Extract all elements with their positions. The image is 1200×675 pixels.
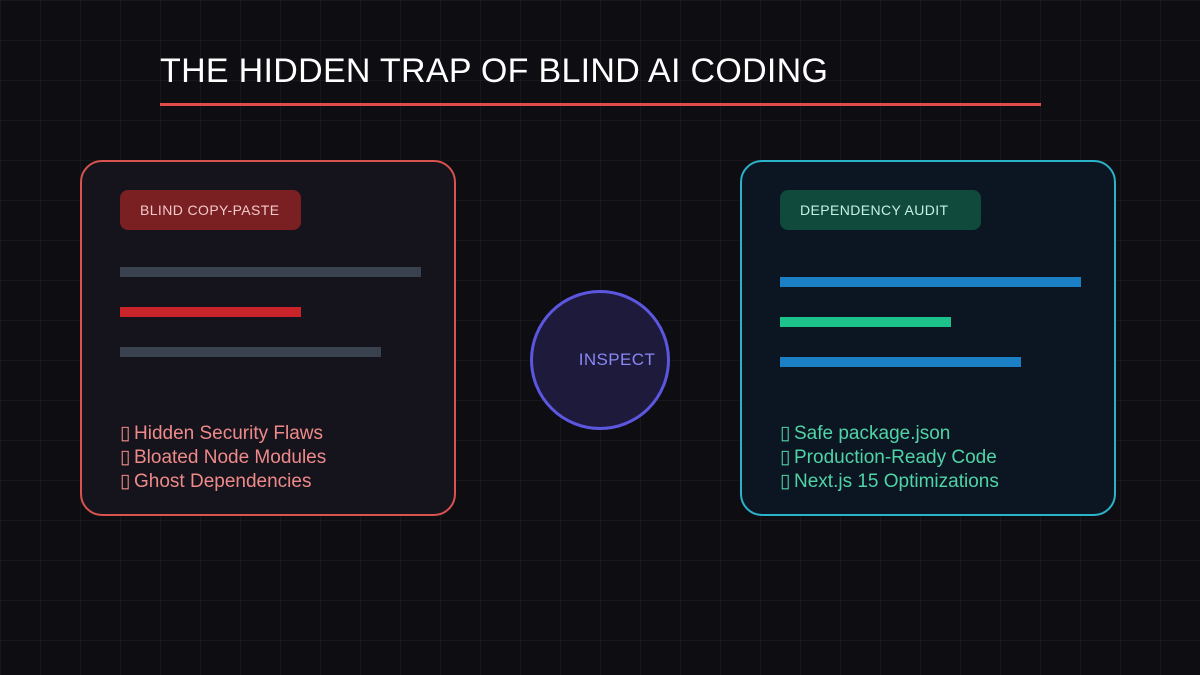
benefit-item: ▯Safe package.json	[780, 423, 951, 444]
check-icon: ▯	[780, 471, 791, 492]
benefit-list: ▯Safe package.json ▯Production-Ready Cod…	[780, 422, 999, 494]
code-line-bar	[780, 357, 1021, 367]
benefit-item: ▯Production-Ready Code	[780, 447, 997, 468]
warning-icon: ▯	[120, 447, 131, 468]
risk-item: ▯Hidden Security Flaws	[120, 423, 324, 444]
blind-copy-paste-badge: BLIND COPY-PASTE	[120, 190, 301, 230]
check-icon: ▯	[780, 447, 791, 468]
dependency-audit-badge: DEPENDENCY AUDIT	[780, 190, 981, 230]
benefit-item: ▯Next.js 15 Optimizations	[780, 471, 999, 492]
code-line-bar	[780, 277, 1081, 287]
warning-icon: ▯	[120, 423, 131, 444]
inspect-node: INSPECT	[530, 290, 670, 430]
code-line-bar	[120, 347, 381, 357]
risk-item: ▯Bloated Node Modules	[120, 447, 327, 468]
code-line-bar-highlight	[780, 317, 951, 327]
blind-copy-paste-panel: BLIND COPY-PASTE ▯Hidden Security Flaws …	[80, 160, 456, 516]
code-line-bar-highlight	[120, 307, 301, 317]
code-line-bar	[120, 267, 421, 277]
inspect-label: INSPECT	[578, 350, 656, 369]
warning-icon: ▯	[120, 471, 131, 492]
risk-item: ▯Ghost Dependencies	[120, 471, 312, 492]
page-title: THE HIDDEN TRAP OF BLIND AI CODING	[160, 52, 829, 90]
dependency-audit-panel: DEPENDENCY AUDIT ▯Safe package.json ▯Pro…	[740, 160, 1116, 516]
check-icon: ▯	[780, 423, 791, 444]
risk-list: ▯Hidden Security Flaws ▯Bloated Node Mod…	[120, 422, 326, 494]
title-underline	[160, 103, 1041, 106]
